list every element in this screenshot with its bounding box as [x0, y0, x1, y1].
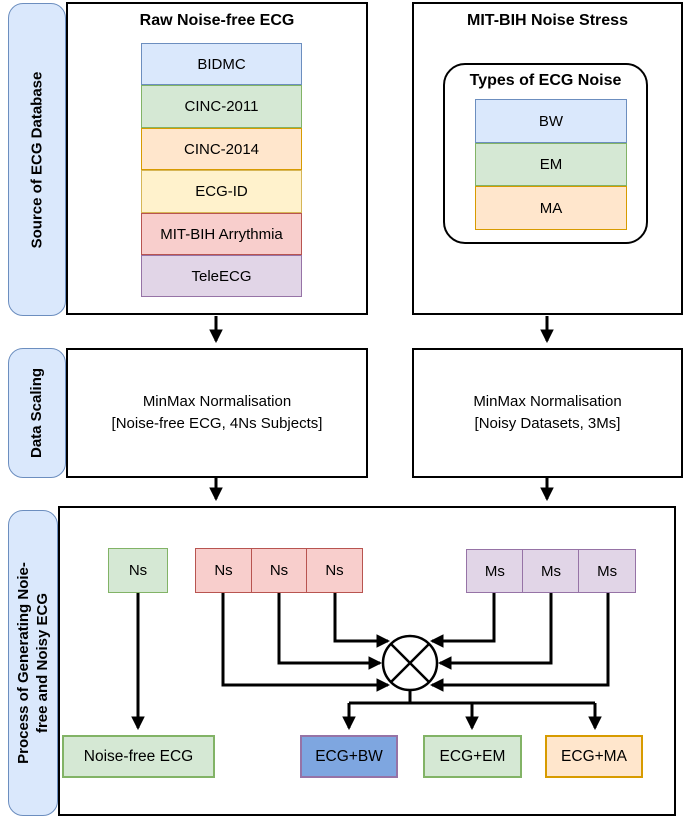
output-ecg-bw: ECG+BW	[300, 735, 398, 778]
noise-label: MA	[539, 199, 563, 217]
minmax-left-line1: MinMax Normalisation	[142, 392, 292, 410]
sidebar-label-scaling-text: Data Scaling	[28, 367, 46, 459]
output-ecg-ma: ECG+MA	[545, 735, 643, 778]
ns-label: Ns	[128, 562, 148, 579]
ns-red-cell: Ns	[306, 548, 363, 593]
database-box-cinc2014: CINC-2014	[141, 128, 302, 170]
output-label: ECG+BW	[315, 747, 383, 765]
group-noise-title: Types of ECG Noise	[469, 72, 622, 89]
minmax-left-line2: [Noise-free ECG, 4Ns Subjects]	[111, 415, 323, 432]
database-label: ECG-ID	[195, 183, 248, 200]
output-label: ECG+EM	[439, 747, 506, 765]
sidebar-label-scaling: Data Scaling	[8, 348, 66, 478]
database-label: MIT-BIH Arrythmia	[160, 225, 283, 243]
noise-label: EM	[539, 156, 563, 173]
ms-purple-group: Ms Ms Ms	[466, 549, 637, 593]
sidebar-label-source-text: Source of ECG Database	[28, 71, 46, 248]
ns-red-cell: Ns	[195, 548, 252, 593]
database-label: TeleECG	[191, 267, 252, 285]
database-label: CINC-2014	[183, 140, 260, 158]
database-box-cinc2011: CINC-2011	[141, 85, 302, 128]
output-noise-free-ecg: Noise-free ECG	[62, 735, 215, 778]
minmax-right-line1: MinMax Normalisation	[473, 392, 622, 410]
sidebar-tab-scaling	[8, 348, 66, 478]
panel-raw-title: Raw Noise-free ECG	[139, 12, 295, 29]
database-box-mitbih-arrythmia: MIT-BIH Arrythmia	[141, 213, 302, 255]
ns-red-group: Ns Ns Ns	[195, 548, 363, 593]
output-ecg-em: ECG+EM	[423, 735, 522, 778]
database-box-teleecg: TeleECG	[141, 255, 302, 297]
database-box-ecgid: ECG-ID	[141, 170, 302, 213]
sidebar-tab-process	[8, 510, 58, 816]
database-box-bidmc: BIDMC	[141, 43, 302, 85]
ms-label: Ms	[484, 562, 505, 580]
ns-label: Ns	[214, 562, 233, 579]
sidebar-tab-source	[8, 3, 66, 316]
ms-label: Ms	[597, 562, 618, 580]
box-minmax-noisy: MinMax Normalisation [Noisy Datasets, 3M…	[412, 348, 683, 478]
output-label: ECG+MA	[561, 747, 627, 765]
sidebar-label-process: Process of Generating Noie- free and Noi…	[8, 510, 58, 816]
sidebar-label-process-line2: free and Noisy ECG	[34, 592, 51, 734]
panel-noise-title: MIT-BIH Noise Stress	[467, 12, 628, 29]
noise-box-ma: MA	[475, 186, 627, 230]
box-minmax-noise-free: MinMax Normalisation [Noise-free ECG, 4N…	[66, 348, 368, 478]
ns-red-cell: Ns	[250, 548, 308, 593]
ns-green-box: Ns	[108, 548, 168, 593]
ms-purple-cell: Ms	[466, 549, 524, 593]
ms-purple-cell: Ms	[522, 549, 580, 593]
sidebar-label-process-line1: Process of Generating Noie-	[14, 562, 32, 764]
ns-label: Ns	[325, 562, 344, 579]
database-label: BIDMC	[197, 55, 246, 73]
ms-purple-cell: Ms	[578, 549, 637, 593]
noise-label: BW	[538, 112, 564, 130]
database-label: CINC-2011	[184, 98, 259, 115]
minmax-right-line2: [Noisy Datasets, 3Ms]	[474, 415, 621, 432]
ns-label: Ns	[269, 562, 289, 579]
sidebar-label-source: Source of ECG Database	[8, 3, 66, 316]
noise-box-bw: BW	[475, 99, 627, 143]
ms-label: Ms	[541, 562, 561, 580]
noise-box-em: EM	[475, 143, 627, 186]
output-label: Noise-free ECG	[83, 747, 194, 765]
